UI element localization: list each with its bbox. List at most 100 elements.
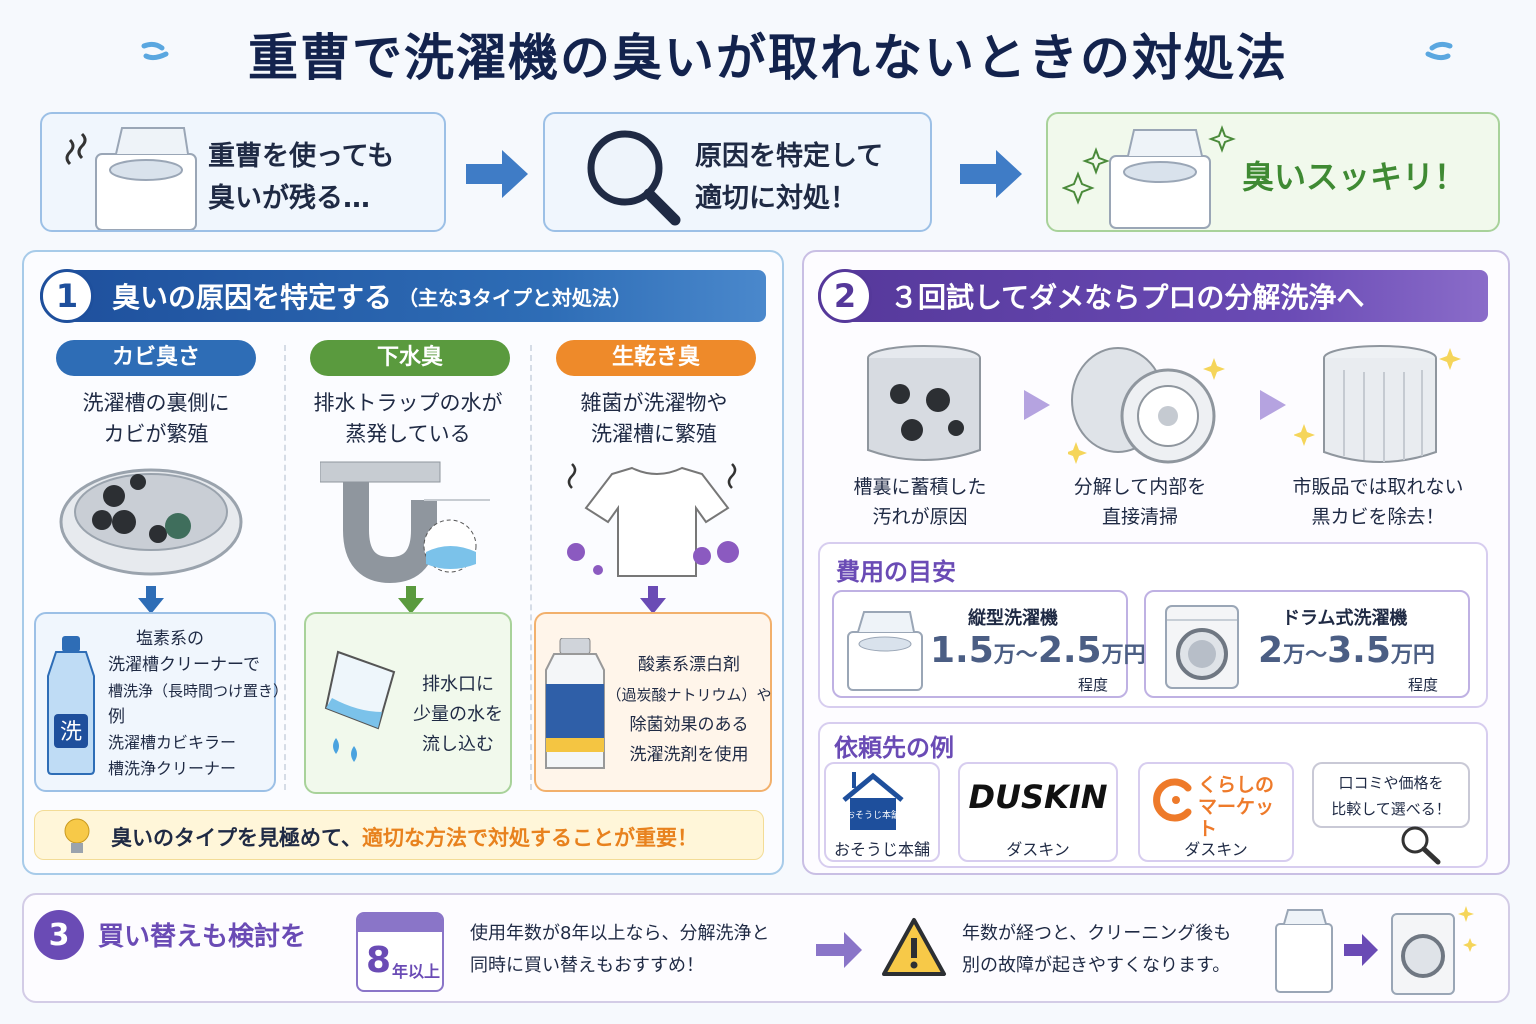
water-cup-icon (324, 650, 396, 762)
cost-from: 2 (1258, 630, 1284, 671)
cost-label: 縦型洗濯機 (968, 608, 1058, 629)
divider (284, 345, 286, 790)
cause-text: 排水トラップの水が (313, 391, 503, 415)
cost-unit: 万 (993, 643, 1016, 668)
section-1-banner: 1 臭いの原因を特定する （主な3タイプと対処法） (40, 269, 766, 323)
solution-text: 洗濯槽カビキラー (108, 733, 237, 752)
solution-text: 少量の水を (413, 704, 503, 725)
step-caption: 市販品では取れない (1292, 476, 1464, 498)
type-badge-mold: カビ臭さ (56, 340, 256, 376)
solution-text: 流し込む (422, 734, 494, 755)
flow-text: 原因を特定して (695, 141, 884, 172)
arrow-right-icon (816, 932, 862, 968)
cost-card-vertical: 縦型洗濯機 1.5万〜2.5万円 程度 (832, 590, 1146, 698)
years-number: 8 (366, 940, 392, 981)
solution-box-mold: 洗 塩素系の 洗濯槽クリーナーで 槽洗浄（長時間つけ置き） 例 洗濯槽カビキラー… (34, 612, 289, 792)
cause-text: 雑菌が洗濯物や (580, 391, 728, 415)
cost-unit: 万 (1283, 643, 1306, 668)
flow-text: 臭いが残る… (208, 183, 370, 214)
replace-text: 同時に買い替えもおすすめ！ (470, 955, 704, 976)
solution-text: 槽洗浄クリーナー (108, 759, 237, 778)
arrow-down-icon (398, 586, 424, 614)
bleach-container-icon (545, 638, 605, 769)
vendor-card[interactable]: くらしの マーケット ダスキン (1138, 762, 1294, 862)
section-title: 買い替えも検討を (98, 922, 307, 952)
calendar-icon: 8 年以上 (356, 912, 444, 992)
cause-text: 洗濯槽の裏側に (82, 391, 230, 415)
solution-text: 除菌効果のある (629, 715, 749, 735)
flow-text: 適切に対処！ (695, 183, 857, 214)
flow-step-fresh: 臭いスッキリ！ (1046, 112, 1500, 232)
water-drop-icon (1425, 41, 1453, 61)
step-caption: 槽裏に蓄積した (853, 476, 987, 498)
vendor-card[interactable]: おそうじ本舗 おそうじ本舗 (824, 762, 940, 862)
cost-tilde: 〜 (1305, 643, 1328, 668)
compare-text: 口コミや価格を (1338, 774, 1444, 792)
section-number: 3 (34, 910, 84, 960)
section-title: 臭いの原因を特定する (112, 281, 393, 314)
vendor-title: 依頼先の例 (834, 734, 954, 762)
cost-note: 程度 (1408, 676, 1439, 694)
page-title: 重曹で洗濯機の臭いが取れないときの対処法 (248, 29, 1288, 87)
cost-to: 2.5 (1037, 630, 1102, 671)
vendor-card[interactable]: DUSKIN ダスキン (958, 762, 1118, 862)
cost-note: 程度 (1078, 676, 1109, 694)
cost-tilde: 〜 (1015, 643, 1038, 668)
drum-mold-icon (59, 468, 243, 576)
bleach-bottle-icon: 洗 (47, 636, 95, 775)
cause-text: カビが繁殖 (103, 422, 209, 446)
compare-bubble: 口コミや価格を 比較して選べる！ (1312, 762, 1470, 828)
type-badge-damp: 生乾き臭 (556, 340, 756, 376)
replacement-icon (1275, 906, 1477, 995)
vendor-name: ダスキン (1184, 840, 1248, 859)
warning-text: 年数が経つと、クリーニング後も (962, 923, 1232, 944)
section-title: ３回試してダメならプロの分解洗浄へ (890, 281, 1365, 314)
tip-highlight: 適切な方法で対処することが重要！ (361, 826, 698, 850)
water-drop-icon (141, 41, 169, 61)
cost-title: 費用の目安 (836, 558, 956, 586)
house-logo-icon: おそうじ本舗 (842, 772, 904, 830)
duskin-logo: DUSKIN (968, 778, 1108, 816)
arrow-down-icon (640, 586, 666, 614)
solution-text: 例 (108, 707, 125, 727)
bottle-label: 洗 (60, 720, 82, 745)
market-logo-icon (1153, 778, 1192, 822)
flow-step-identify: 原因を特定して 適切に対処！ (543, 112, 932, 232)
cost-from: 1.5 (930, 630, 994, 671)
cost-unit: 万円 (1390, 643, 1435, 668)
replace-text: 使用年数が8年以上なら、分解洗浄と (470, 923, 770, 944)
washing-machine-icon (65, 127, 197, 230)
flow-text: 重曹を使っても (208, 141, 395, 172)
step-caption: 黒カビを除去！ (1311, 506, 1445, 528)
lightbulb-icon (64, 818, 90, 853)
solution-text: 排水口に (422, 674, 494, 695)
section-number: 2 (818, 269, 872, 323)
arrow-right-icon (960, 150, 1022, 198)
flow-result-text: 臭いスッキリ！ (1242, 158, 1467, 196)
shirt-icon (567, 463, 739, 577)
logo-text: おそうじ本舗 (846, 809, 900, 821)
triangle-arrow-icon (1024, 390, 1050, 420)
cause-text: 蒸発している (345, 422, 471, 446)
solution-text: 洗濯槽クリーナーで (108, 655, 260, 675)
clean-washing-machine-icon (1062, 125, 1236, 229)
triangle-arrow-icon (1260, 390, 1286, 420)
cost-label: ドラム式洗濯機 (1282, 608, 1408, 629)
divider (530, 345, 532, 790)
arrow-down-icon (138, 586, 164, 614)
drum-washer-icon (1165, 605, 1239, 689)
cost-to: 3.5 (1327, 630, 1391, 671)
solution-text: 槽洗浄（長時間つけ置き） (108, 682, 289, 700)
market-logo-text: くらしの (1198, 774, 1275, 796)
tip-text: 臭いのタイプを見極めて、 (111, 826, 362, 850)
arrow-right-icon (466, 150, 528, 198)
solution-text: 洗濯洗剤を使用 (629, 745, 749, 765)
vendor-name: おそうじ本舗 (833, 840, 930, 859)
tip-box: 臭いのタイプを見極めて、適切な方法で対処することが重要！ (34, 810, 764, 860)
cost-card-drum: ドラム式洗濯機 2万〜3.5万円 程度 (1144, 590, 1470, 698)
magnifier-icon (1401, 826, 1441, 865)
magnifier-icon (587, 130, 681, 226)
flow-step-problem: 重曹を使っても 臭いが残る… (40, 112, 446, 232)
drain-trap-icon (320, 461, 490, 584)
step-caption: 分解して内部を (1073, 476, 1207, 498)
